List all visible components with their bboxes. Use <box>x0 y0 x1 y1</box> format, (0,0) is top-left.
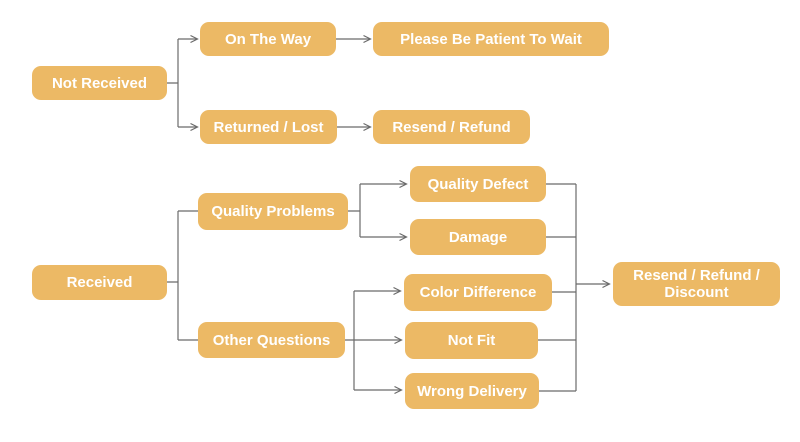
edge-other-questions-trunk <box>345 291 355 390</box>
node-please-be-patient: Please Be Patient To Wait <box>373 22 609 56</box>
node-wrong-delivery: Wrong Delivery <box>405 373 539 409</box>
node-damage: Damage <box>410 219 546 255</box>
node-not-fit: Not Fit <box>405 322 538 359</box>
node-received: Received <box>32 265 167 300</box>
node-quality-problems: Quality Problems <box>198 193 348 230</box>
node-color-difference: Color Difference <box>404 274 552 311</box>
node-other-questions: Other Questions <box>198 322 345 358</box>
node-not-received: Not Received <box>32 66 167 100</box>
edge-collector <box>538 183 577 392</box>
edge-received-trunk <box>167 211 179 340</box>
node-quality-defect: Quality Defect <box>410 166 546 202</box>
node-returned-lost: Returned / Lost <box>200 110 337 144</box>
node-resend-refund: Resend / Refund <box>373 110 530 144</box>
node-resend-refund-discount: Resend / Refund / Discount <box>613 262 780 306</box>
edge-quality-problems-trunk <box>348 184 361 237</box>
node-on-the-way: On The Way <box>200 22 336 56</box>
edge-not-received-trunk <box>167 39 179 127</box>
